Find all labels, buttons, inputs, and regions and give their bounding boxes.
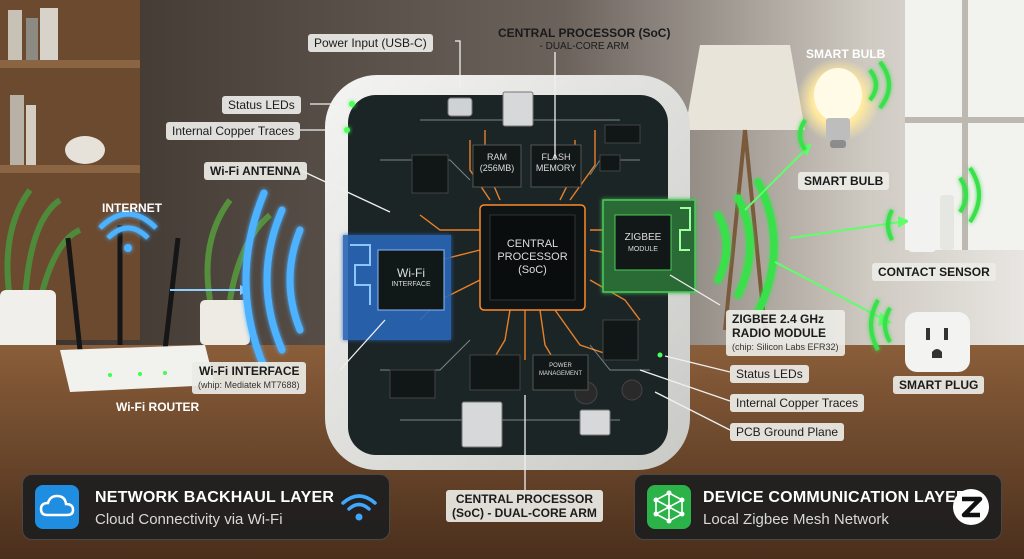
plug-zigbee-waves xyxy=(869,299,892,351)
label-cpu-bottom: CENTRAL PROCESSOR (SoC) - DUAL-CORE ARM xyxy=(446,490,603,522)
usb-a-port-top xyxy=(502,91,534,127)
ram-chip-label: RAM (256MB) xyxy=(473,152,521,174)
wifi-chip-subtitle: INTERFACE xyxy=(391,281,431,288)
label-zigbee-module-title2: RADIO MODULE xyxy=(732,326,826,340)
mesh-icon xyxy=(647,485,691,529)
internet-wifi-icon xyxy=(98,211,158,252)
wifi-module xyxy=(343,235,451,340)
leader-lines xyxy=(299,40,731,490)
label-power-input: Power Input (USB-C) xyxy=(308,34,433,52)
label-cpu-top-title: CENTRAL PROCESSOR (SoC) xyxy=(498,26,671,40)
contact-sensor xyxy=(908,190,954,252)
network-backhaul-title: NETWORK BACKHAUL LAYER xyxy=(95,489,335,506)
zigbee-chip-label: ZIGBEE MODULE xyxy=(615,232,671,256)
label-copper-traces-left: Internal Copper Traces xyxy=(166,122,301,140)
pcb-components xyxy=(389,124,643,405)
zigbee-logo-icon xyxy=(951,487,991,527)
usb-a-port-bottom xyxy=(461,401,503,448)
label-cpu-top-sub: - DUAL-CORE ARM xyxy=(539,41,629,52)
zigbee-module xyxy=(602,199,696,293)
device-communication-panel: DEVICE COMMUNICATION LAYER Local Zigbee … xyxy=(634,474,1002,540)
label-wifi-interface-title: Wi-Fi INTERFACE xyxy=(198,364,300,378)
wifi-chip-label: Wi-Fi INTERFACE xyxy=(378,267,444,291)
power-chip-subtitle: MANAGEMENT xyxy=(538,371,582,377)
power-management-chip xyxy=(532,354,589,391)
label-zigbee-module-title: ZIGBEE 2.4 GHz xyxy=(732,312,825,326)
sensor-zigbee-waves xyxy=(886,166,981,241)
usb-c-port xyxy=(447,97,473,117)
label-wifi-interface: Wi-Fi INTERFACE (whip: Mediatek MT7688) xyxy=(192,362,306,394)
power-chip-label: POWER MANAGEMENT xyxy=(533,362,588,378)
label-internet: INTERNET xyxy=(102,201,162,215)
cloud-icon xyxy=(35,485,79,529)
flash-chip-title2: MEMORY xyxy=(535,163,577,173)
label-cpu-top: CENTRAL PROCESSOR (SoC) - DUAL-CORE ARM xyxy=(492,24,676,56)
zigbee-chip-subtitle: MODULE xyxy=(628,246,658,253)
cpu-chip-label: CENTRAL PROCESSOR (SoC) xyxy=(490,238,575,277)
ram-chip-title: RAM xyxy=(487,152,507,162)
label-contact-sensor: CONTACT SENSOR xyxy=(872,263,996,281)
device-communication-title: DEVICE COMMUNICATION LAYER xyxy=(703,489,968,506)
cpu-chip-line3: (SoC) xyxy=(518,264,547,276)
flash-chip-label: FLASH MEMORY xyxy=(531,152,581,174)
label-status-leds-right: Status LEDs xyxy=(730,365,809,383)
zigbee-signal-waves xyxy=(714,178,778,316)
smart-bulb xyxy=(796,58,880,148)
label-pcb-ground-plane: PCB Ground Plane xyxy=(730,423,845,441)
label-smart-plug: SMART PLUG xyxy=(893,376,985,394)
device-communication-subtitle: Local Zigbee Mesh Network xyxy=(703,511,889,528)
ram-chip-size: (256MB) xyxy=(479,163,515,173)
label-wifi-router: Wi-Fi ROUTER xyxy=(116,400,200,414)
label-wifi-interface-chip: (whip: Mediatek MT7688) xyxy=(198,380,300,390)
label-smart-bulb-top: SMART BULB xyxy=(806,47,886,61)
label-cpu-bottom-title: CENTRAL PROCESSOR xyxy=(455,492,593,506)
zigbee-links xyxy=(744,149,901,321)
zigbee-chip-title: ZIGBEE xyxy=(624,232,662,243)
wifi-router xyxy=(60,225,215,392)
label-wifi-antenna: Wi-Fi ANTENNA xyxy=(204,162,307,180)
label-status-leds-left: Status LEDs xyxy=(222,96,301,114)
wifi-chip-title: Wi-Fi xyxy=(397,266,425,280)
status-leds xyxy=(344,101,663,358)
flash-chip xyxy=(530,144,582,188)
network-backhaul-panel: NETWORK BACKHAUL LAYER Cloud Connectivit… xyxy=(22,474,390,540)
label-copper-traces-right: Internal Copper Traces xyxy=(730,394,865,412)
label-zigbee-module-chip: (chip: Silicon Labs EFR32) xyxy=(732,342,839,352)
wifi-icon xyxy=(339,489,379,525)
network-backhaul-subtitle: Cloud Connectivity via Wi-Fi xyxy=(95,511,283,528)
ram-chip xyxy=(472,144,522,188)
wifi-signal-waves xyxy=(242,189,304,371)
bookshelf xyxy=(0,0,140,340)
label-zigbee-module: ZIGBEE 2.4 GHz RADIO MODULE (chip: Silic… xyxy=(726,310,845,356)
bulb-zigbee-waves xyxy=(798,60,891,152)
cpu-chip xyxy=(479,204,586,311)
flash-chip-title: FLASH xyxy=(541,152,571,162)
cpu-chip-line1: CENTRAL xyxy=(506,238,559,250)
label-smart-bulb: SMART BULB xyxy=(798,172,890,190)
smart-plug xyxy=(905,312,970,372)
cpu-chip-line2: PROCESSOR xyxy=(497,251,568,263)
label-cpu-bottom-title2: (SoC) - DUAL-CORE ARM xyxy=(452,506,597,520)
usb-port-bottom-right xyxy=(579,409,611,436)
power-chip-title: POWER xyxy=(549,363,572,369)
